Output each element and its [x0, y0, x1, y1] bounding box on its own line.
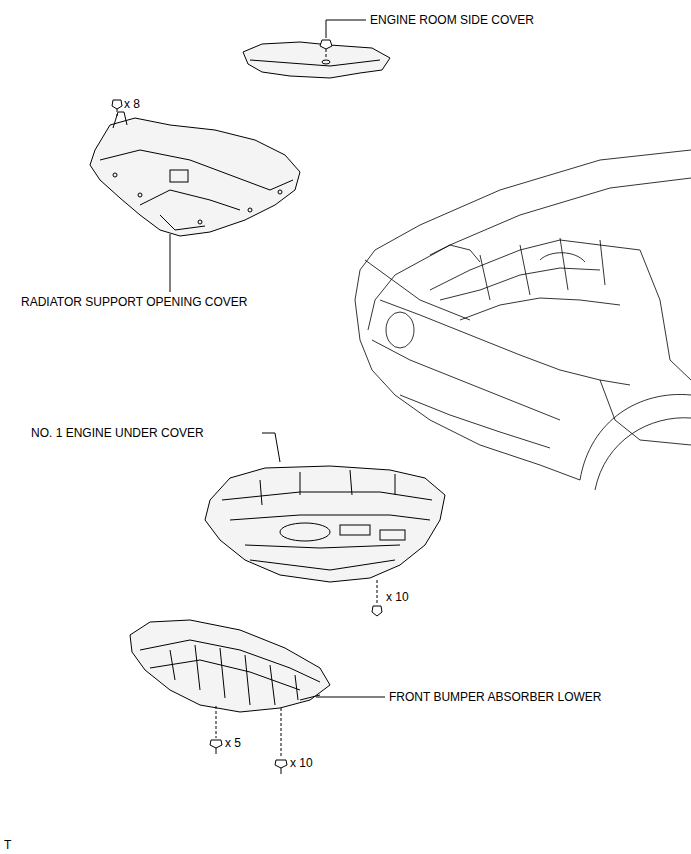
part-name: RADIATOR SUPPORT OPENING COVER	[20, 295, 249, 309]
part-name: NO. 1 ENGINE UNDER COVER	[30, 426, 205, 440]
clip	[372, 606, 382, 616]
engine-room-side-cover	[243, 42, 390, 78]
bolt	[210, 740, 222, 754]
quantity-label: x 10	[385, 590, 410, 604]
part-name: FRONT BUMPER ABSORBER LOWER	[388, 690, 602, 704]
quantity-label: x 8	[123, 97, 141, 111]
front-bumper-absorber-lower	[130, 620, 330, 712]
leader-line	[326, 20, 366, 38]
clip	[112, 100, 122, 116]
leader-line	[170, 234, 171, 292]
vehicle-front-sketch	[355, 150, 691, 490]
dashed-line	[281, 708, 282, 758]
radiator-support-opening-cover	[90, 112, 300, 236]
bolt	[275, 760, 287, 774]
quantity-label: x 5	[224, 736, 242, 750]
dashed-line	[216, 706, 217, 738]
clip	[320, 40, 332, 58]
leader-line	[316, 697, 385, 698]
engine-under-cover	[205, 466, 445, 582]
dashed-line	[377, 580, 378, 604]
figure-code: T	[3, 838, 12, 852]
leader-line	[262, 433, 280, 462]
quantity-label: x 10	[289, 756, 314, 770]
part-name: ENGINE ROOM SIDE COVER	[369, 13, 535, 27]
